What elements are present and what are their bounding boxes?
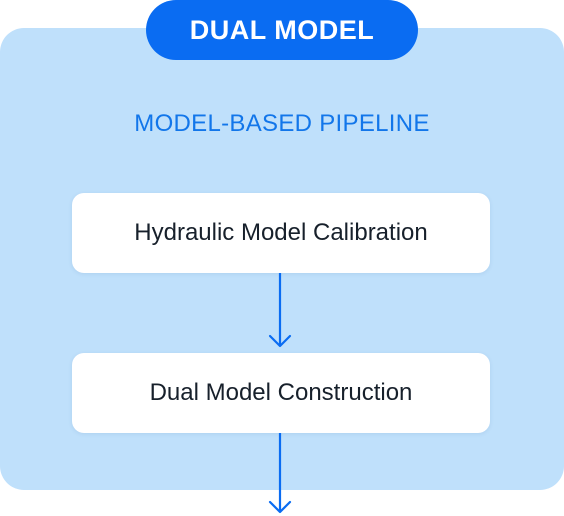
node-label: Dual Model Construction <box>149 379 413 406</box>
dual-model-header-badge: DUAL MODEL <box>146 0 418 60</box>
node-label: Hydraulic Model Calibration <box>134 219 428 246</box>
node-hydraulic-model-calibration: Hydraulic Model Calibration <box>72 193 490 273</box>
arrow-down-icon <box>268 433 292 514</box>
pipeline-title: MODEL-BASED PIPELINE <box>134 110 430 137</box>
node-dual-model-construction: Dual Model Construction <box>72 353 490 433</box>
header-label: DUAL MODEL <box>189 14 375 45</box>
arrow-down-icon <box>268 273 292 348</box>
